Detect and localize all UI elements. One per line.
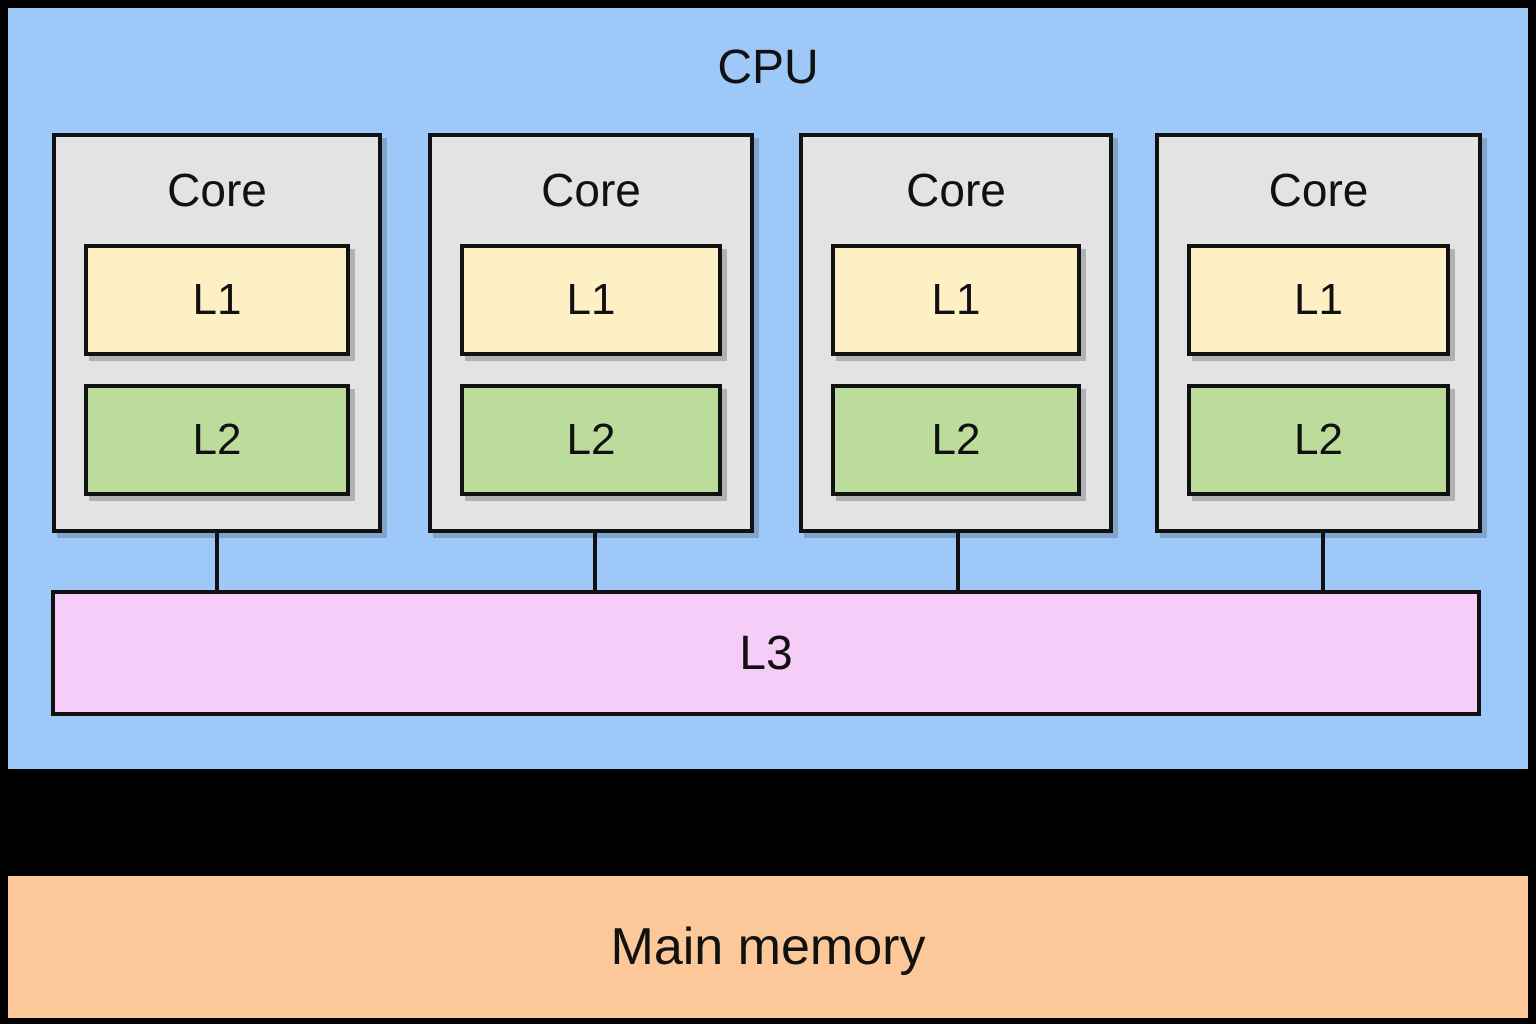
l2-cache: L2 [1187,384,1450,496]
core-label: Core [906,164,1006,216]
core-4-l3-connector [1321,533,1325,591]
l1-cache: L1 [1187,244,1450,356]
cpu-label: CPU [717,41,819,94]
core-label: Core [167,164,267,216]
core-label: Core [541,164,641,216]
core-3-l3-connector [956,533,960,591]
core-1-l3-connector [215,533,219,591]
l2-cache: L2 [460,384,722,496]
cpu-block: CPU Core L1 L2 Core L1 L2 Core L1 L2 Cor… [8,8,1528,769]
l1-cache: L1 [460,244,722,356]
core-3: Core L1 L2 [799,133,1113,533]
l3-cache: L3 [51,590,1481,716]
core-1: Core L1 L2 [52,133,382,533]
core-2: Core L1 L2 [428,133,754,533]
core-label: Core [1268,164,1369,216]
main-memory-block: Main memory [8,876,1528,1018]
core-2-l3-connector [593,533,597,591]
core-4: Core L1 L2 [1155,133,1482,533]
l1-cache: L1 [831,244,1081,356]
l1-cache: L1 [84,244,350,356]
l2-cache: L2 [84,384,350,496]
l2-cache: L2 [831,384,1081,496]
